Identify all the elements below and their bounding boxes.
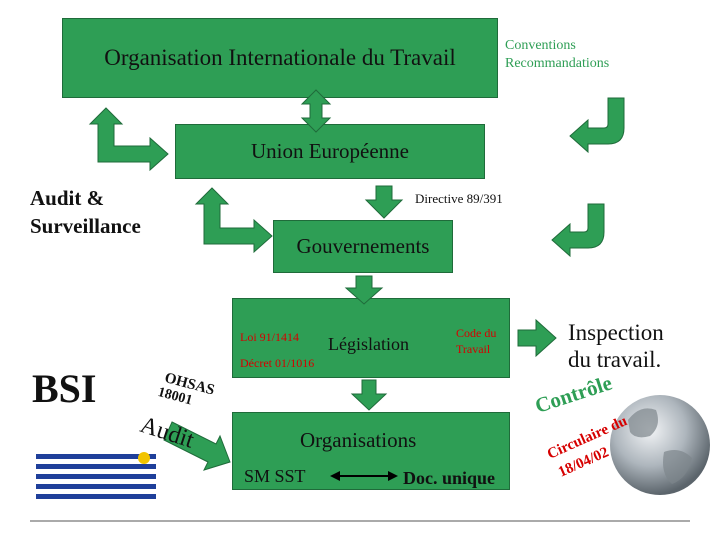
audit-surveillance-label-2: Surveillance	[30, 214, 141, 238]
legislation-inspection-right-arrow	[517, 318, 557, 358]
legislation-organisations-down-arrow	[350, 379, 388, 411]
ue-directive-down-arrow	[364, 185, 404, 219]
smsst-docunique-double-arrow	[330, 471, 398, 481]
ue-box: Union Européenne	[175, 124, 485, 179]
gouv-legislation-down-arrow	[344, 275, 384, 305]
sm-sst-label: SM SST	[244, 466, 306, 486]
code-label-2: Travail	[456, 342, 491, 356]
legislation-box	[232, 298, 510, 378]
inspection-label-1: Inspection	[568, 320, 664, 345]
oit-ue-double-arrow	[300, 89, 332, 133]
inspection-label-2: du travail.	[568, 347, 662, 372]
bsi-logo-mark	[36, 450, 156, 506]
loi-label: Loi 91/1414	[240, 330, 299, 344]
left-bent-double-arrow	[88, 107, 169, 172]
gouv-box: Gouvernements	[273, 220, 453, 273]
directive-label: Directive 89/391	[415, 191, 503, 206]
audit-diagonal-arrow	[163, 421, 231, 471]
decret-label: Décret 01/1016	[240, 356, 315, 370]
bsi-label: BSI	[32, 366, 97, 411]
audit-gouv-bent-arrow	[194, 187, 273, 254]
oit-box: Organisation Internationale du Travail	[62, 18, 498, 98]
gouv-label: Gouvernements	[296, 234, 430, 258]
organisations-label: Organisations	[300, 428, 417, 452]
oit-label: Organisation Internationale du Travail	[104, 45, 456, 70]
recommandations-label: Recommandations	[505, 56, 610, 71]
audit-surveillance-label-1: Audit &	[30, 186, 105, 210]
right-curve-arrow-mid	[551, 203, 605, 258]
conventions-label: Conventions	[505, 38, 576, 53]
bsi-logo	[36, 450, 156, 506]
legislation-label: Législation	[328, 334, 409, 354]
doc-unique-label: Doc. unique	[403, 468, 496, 488]
code-label-1: Code du	[456, 326, 497, 340]
right-curve-arrow-top	[569, 97, 625, 154]
ue-label: Union Européenne	[250, 139, 410, 163]
